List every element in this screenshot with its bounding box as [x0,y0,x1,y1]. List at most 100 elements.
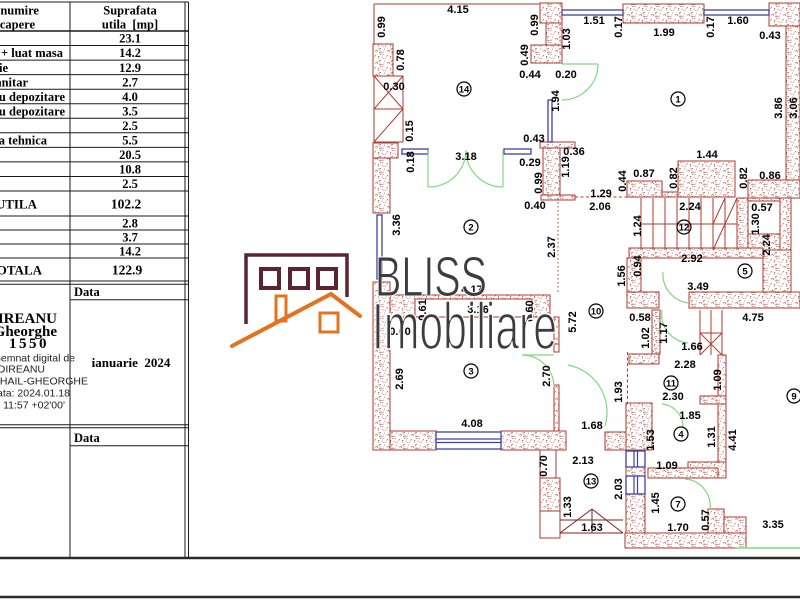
svg-text:2.37: 2.37 [546,236,558,257]
svg-text:2.5: 2.5 [122,177,138,191]
svg-text:0.94: 0.94 [632,254,644,276]
svg-text:7: 7 [675,500,680,511]
svg-text:12.9: 12.9 [119,61,141,75]
svg-text:2.13: 2.13 [572,455,593,467]
svg-text:Data: 2024.01.18: Data: 2024.01.18 [0,388,70,400]
svg-text:1.44: 1.44 [696,149,718,161]
svg-text:0.87: 0.87 [633,168,654,180]
svg-text:0.17: 0.17 [613,16,625,37]
svg-text:MIHAIL-GHEORGHE: MIHAIL-GHEORGHE [0,376,88,388]
svg-text:1.02: 1.02 [640,327,652,348]
svg-text:1.45: 1.45 [650,492,662,513]
svg-text:10: 10 [591,307,602,318]
svg-text:4.15: 4.15 [447,4,468,16]
svg-text:Data: Data [74,285,100,299]
svg-text:2.06: 2.06 [589,201,610,213]
svg-text:4.17: 4.17 [461,284,482,296]
svg-text:20.5: 20.5 [119,148,141,162]
svg-text:Semnat digital de: Semnat digital de [0,353,75,365]
svg-text:1.66: 1.66 [681,341,702,353]
svg-text:1.70: 1.70 [667,522,688,534]
svg-text:2.92: 2.92 [681,253,702,265]
svg-text:0.18: 0.18 [405,151,417,172]
svg-text:11: 11 [666,379,677,390]
svg-text:2.03: 2.03 [613,478,625,499]
svg-text:0.58: 0.58 [629,312,650,324]
svg-text:incapere: incapere [0,18,35,32]
svg-text:1.99: 1.99 [653,27,674,39]
svg-text:Data: Data [74,431,100,445]
svg-text:0.44: 0.44 [617,169,629,191]
svg-text:12: 12 [679,223,690,234]
svg-text:+ luat masa: + luat masa [1,46,64,60]
svg-text:23.1: 23.1 [119,32,141,46]
svg-text:0.99: 0.99 [376,16,388,37]
svg-text:2.24: 2.24 [761,233,773,255]
svg-text:0.44: 0.44 [519,69,541,81]
svg-text:2.70: 2.70 [541,365,553,386]
svg-text:1.33: 1.33 [562,496,574,517]
svg-text:Bucatarie: Bucatarie [0,61,8,75]
svg-text:0.61: 0.61 [417,299,429,320]
svg-text:4.75: 4.75 [742,312,763,324]
svg-text:0.43: 0.43 [759,30,780,42]
svg-text:3.35: 3.35 [762,519,783,531]
svg-text:1.93: 1.93 [613,381,625,402]
svg-text:Camera tehnica: Camera tehnica [0,134,48,148]
svg-text:1: 1 [675,95,681,106]
svg-text:utila [mp]: utila [mp] [102,18,158,32]
svg-text:11:57 +02'00': 11:57 +02'00' [3,400,65,412]
svg-text:Gheorghe: Gheorghe [0,324,57,340]
svg-text:0.82: 0.82 [668,167,680,188]
svg-text:0.40: 0.40 [524,200,545,212]
svg-text:13: 13 [586,477,597,488]
svg-text:1.03: 1.03 [561,28,573,49]
svg-text:1.60: 1.60 [727,15,748,27]
svg-text:Suprafata: Suprafata [103,4,157,18]
svg-text:4: 4 [678,430,684,441]
svg-text:2.5: 2.5 [122,119,138,133]
svg-text:0.57: 0.57 [700,509,712,530]
svg-text:3.16: 3.16 [467,304,488,316]
svg-text:0.20: 0.20 [555,69,576,81]
svg-text:2.7: 2.7 [122,75,138,89]
svg-text:0.57: 0.57 [751,202,772,214]
svg-text:Denumire: Denumire [0,4,39,18]
svg-text:1.09: 1.09 [712,369,724,390]
svg-text:14.2: 14.2 [119,244,141,258]
svg-text:5.72: 5.72 [567,311,579,332]
svg-text:14.2: 14.2 [119,46,141,60]
svg-text:ianuarie 2024: ianuarie 2024 [92,355,171,370]
svg-text:3.7: 3.7 [122,230,138,244]
svg-text:1.85: 1.85 [679,410,700,422]
svg-text:1.17: 1.17 [658,322,670,343]
svg-text:9: 9 [791,392,796,403]
svg-text:3.86: 3.86 [773,97,785,118]
svg-text:0.17: 0.17 [705,16,717,37]
svg-text:1.53: 1.53 [645,429,657,450]
svg-text:0.15: 0.15 [404,120,416,141]
svg-text:2: 2 [468,223,473,234]
svg-text:Grup sanitar: Grup sanitar [0,75,28,89]
svg-text:1.94: 1.94 [550,89,562,111]
svg-text:Spatiu depozitare: Spatiu depozitare [0,90,65,104]
svg-text:0.29: 0.29 [519,157,540,169]
svg-text:SUPRAFATA TOTALA: SUPRAFATA TOTALA [0,263,43,278]
svg-text:1550: 1550 [9,336,49,352]
svg-text:4.08: 4.08 [461,418,482,430]
svg-text:1.56: 1.56 [616,265,628,286]
svg-text:0.30: 0.30 [383,81,404,93]
svg-text:2.8: 2.8 [122,216,138,230]
svg-text:0.36: 0.36 [563,146,584,158]
svg-text:1.51: 1.51 [583,15,604,27]
svg-text:1.24: 1.24 [632,214,644,236]
svg-text:Imobiliare: Imobiliare [372,289,557,363]
svg-text:3.5: 3.5 [122,104,138,118]
svg-text:102.2: 102.2 [111,197,142,212]
svg-text:3.18: 3.18 [455,151,476,163]
svg-text:2.28: 2.28 [674,359,695,371]
svg-text:2.30: 2.30 [662,391,683,403]
svg-text:4.0: 4.0 [122,90,138,104]
svg-text:2.69: 2.69 [394,368,406,389]
svg-text:1.30: 1.30 [750,213,762,234]
